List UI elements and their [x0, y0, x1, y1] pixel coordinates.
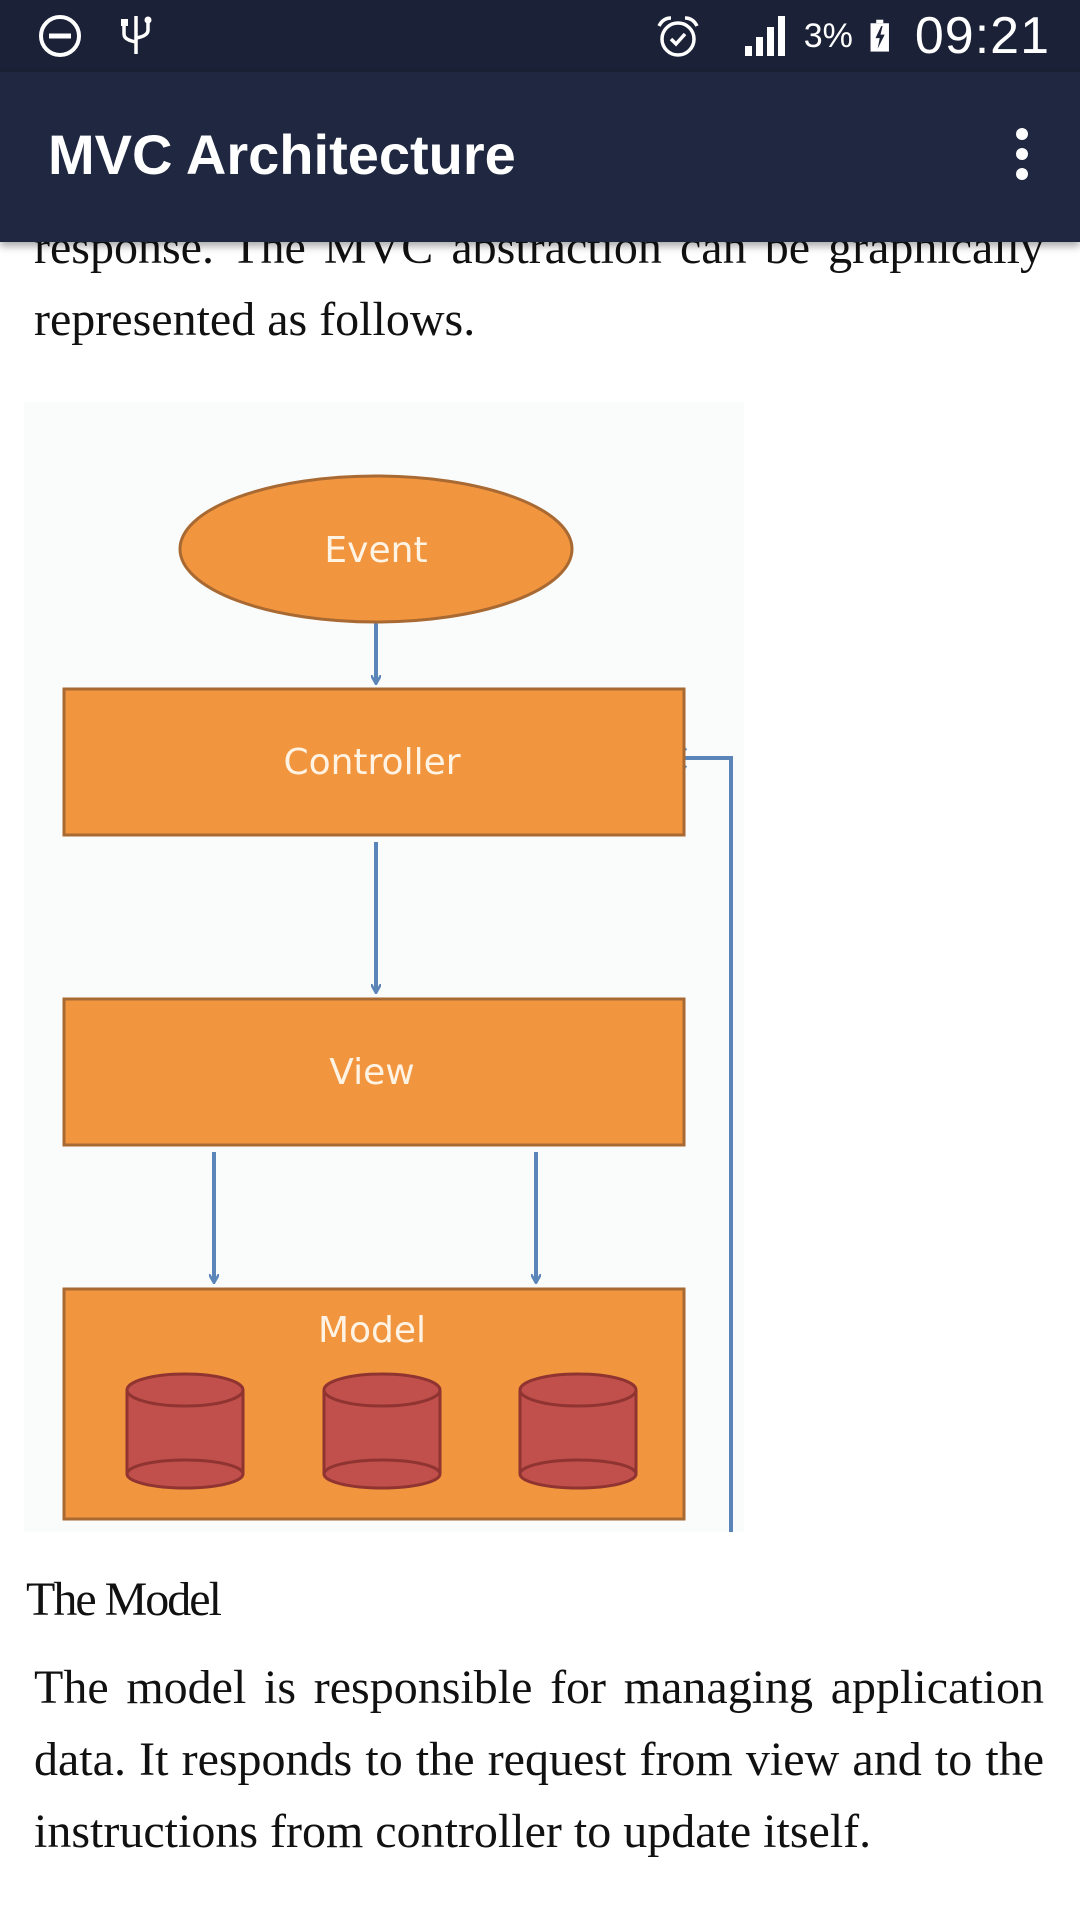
more-vert-icon — [1016, 128, 1028, 140]
section-heading: The Model — [26, 1573, 222, 1626]
do-not-disturb-icon — [39, 15, 81, 57]
event-node: Event — [178, 474, 574, 624]
clock: 09:21 — [914, 7, 1050, 65]
alarm-icon — [657, 16, 699, 57]
intro-paragraph: response. The MVC abstraction can be gra… — [34, 242, 1044, 346]
model-label: Model — [318, 1310, 426, 1351]
app-bar: MVC Architecture — [0, 72, 1080, 242]
view-node: View — [62, 997, 686, 1147]
event-label: Event — [324, 530, 427, 571]
database-icon — [322, 1372, 442, 1490]
more-options-button[interactable] — [994, 118, 1050, 190]
mvc-diagram-svg: Event Controller View Model — [62, 474, 733, 1574]
database-icon — [125, 1372, 245, 1490]
controller-node: Controller — [62, 687, 686, 837]
article-content[interactable]: response. The MVC abstraction can be gra… — [0, 242, 1080, 1920]
more-vert-icon — [1016, 148, 1028, 160]
app-title: MVC Architecture — [48, 123, 516, 186]
model-paragraph: The model is responsible for managing ap… — [34, 1661, 1044, 1858]
status-bar: 3% 09:21 — [0, 0, 1080, 72]
usb-icon — [121, 16, 152, 54]
signal-icon — [744, 16, 785, 56]
model-node: Model — [62, 1287, 686, 1521]
controller-label: Controller — [283, 742, 460, 783]
view-label: View — [329, 1052, 414, 1093]
battery-icon — [870, 19, 889, 52]
battery-percent: 3% — [803, 16, 853, 55]
mvc-diagram: Event Controller View Model — [24, 402, 744, 1574]
database-icon — [518, 1372, 638, 1490]
more-vert-icon — [1016, 168, 1028, 180]
